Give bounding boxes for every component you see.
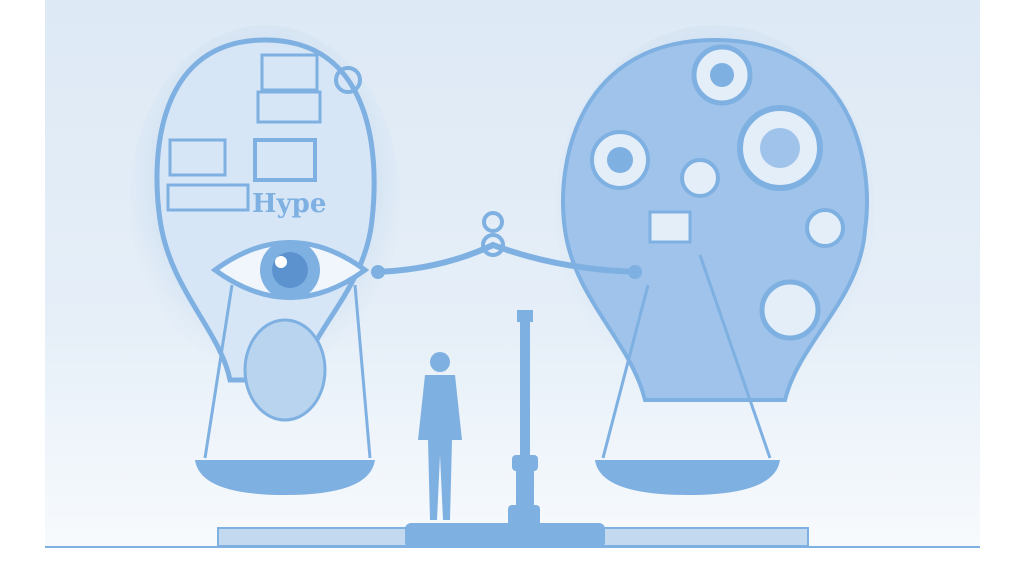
balance-scale <box>195 211 809 548</box>
left-head-circuit: Hype <box>130 25 400 422</box>
ground-line <box>45 546 980 548</box>
hype-label: Hype <box>252 189 326 219</box>
businessman-figure <box>418 352 462 520</box>
scales-illustration: Hype <box>130 25 875 548</box>
illustration-canvas: Hype <box>45 0 980 548</box>
right-head-gears <box>555 25 875 402</box>
